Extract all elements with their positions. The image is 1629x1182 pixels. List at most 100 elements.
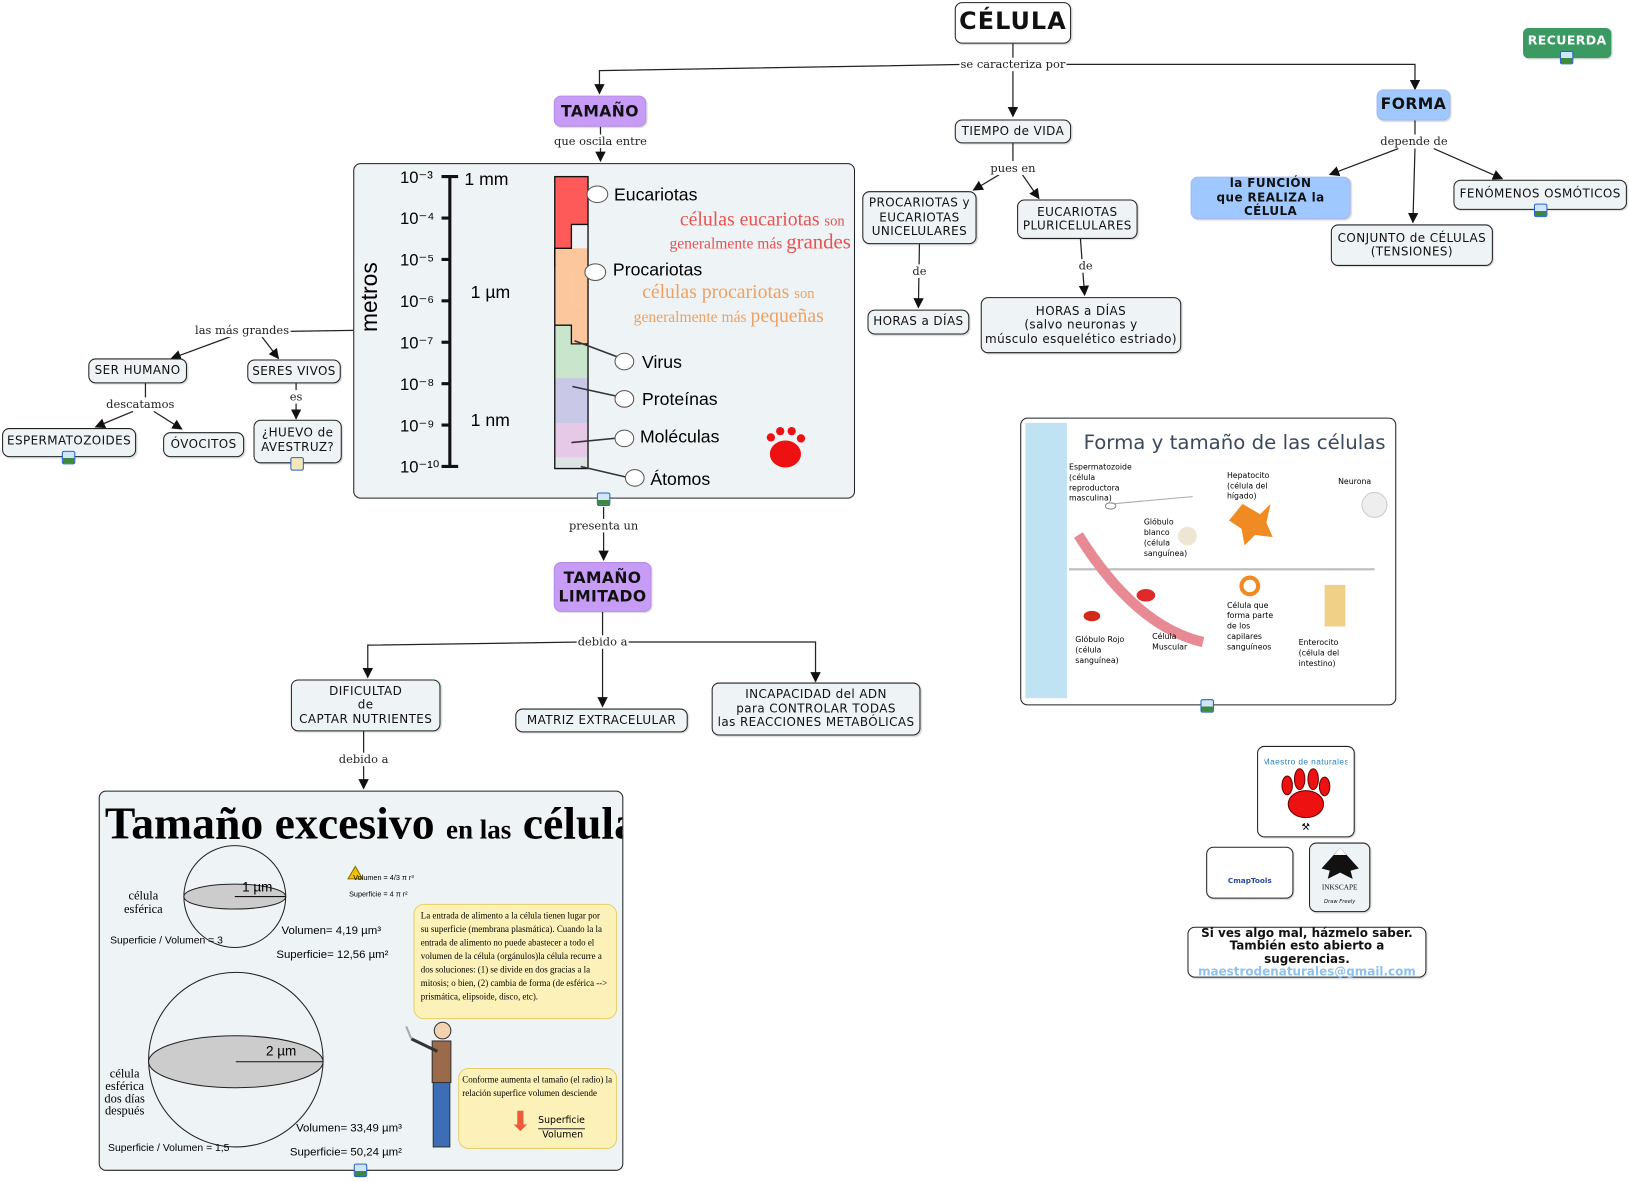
big-radius: 2 µm	[266, 1044, 296, 1059]
image-resource-icon[interactable]	[596, 492, 611, 506]
node-conjunto-de-celulas[interactable]: CONJUNTO de CÉLULAS(TENSIONES)	[1330, 224, 1493, 266]
inkscape-tagline: Draw Freely	[1324, 898, 1356, 905]
forma-tamano-image: Forma y tamaño de las células Espermatoz…	[1020, 417, 1397, 706]
bubble-text: Conforme aumenta el tamaño (el radio) la…	[462, 1074, 613, 1099]
node-label: que REALIZA la CÉLULA	[1216, 189, 1325, 219]
neuron	[1361, 491, 1388, 518]
unit-um: 1 µm	[471, 282, 511, 302]
inkscape-icon	[1320, 847, 1359, 879]
item-proteinas: Proteínas	[642, 389, 718, 409]
node-label: las REACCIONES METABÓLICAS	[717, 715, 915, 730]
eucariotas-note-2: generalmente más grandes	[669, 230, 850, 253]
node-label: ¿HUEVO de	[261, 424, 334, 440]
bar-atomos	[554, 457, 589, 469]
capillary-cell	[1239, 575, 1261, 597]
node-tamano[interactable]: TAMAÑO	[553, 95, 647, 127]
node-label: HORAS a DÍAS	[873, 314, 964, 329]
label-neurona: Neurona	[1338, 476, 1372, 487]
label-celula-muscular: Célula Muscular	[1152, 631, 1188, 652]
scale-tick-label: 10⁻⁹	[400, 416, 434, 435]
image-resource-icon[interactable]	[61, 450, 76, 465]
item-eucariotas: Eucariotas	[614, 185, 698, 205]
node-label: CAPTAR NUTRIENTES	[299, 711, 433, 726]
node-label: CONJUNTO de CÉLULAS	[1337, 230, 1487, 245]
node-label: EUCARIOTAS	[1037, 204, 1118, 219]
item-procariotas: Procariotas	[613, 259, 702, 279]
label-globulo-blanco: Glóbulo blanco (célula sanguínea)	[1143, 517, 1188, 558]
scale-tick-label: 10⁻³	[400, 168, 433, 187]
document-resource-icon[interactable]	[290, 457, 304, 471]
label-enterocito: Enterocito (célula del intestino)	[1298, 637, 1340, 669]
maestro-logo-small	[766, 426, 806, 468]
inkscape-logo[interactable]: INKSCAPE Draw Freely	[1309, 842, 1371, 913]
unit-mm: 1 mm	[464, 169, 508, 189]
scale-tick-label: 10⁻⁵	[400, 251, 434, 270]
label-espermatozoide: Espermatozoide (célula reproductora masc…	[1069, 462, 1132, 503]
node-label: MATRIZ EXTRACELULAR	[526, 712, 677, 727]
cell-illustrations	[1069, 491, 1388, 648]
scale-tick-label: 10⁻⁷	[400, 333, 433, 352]
slide-title: Forma y tamaño de las células	[1083, 431, 1386, 454]
cmaptools-logo[interactable]: CmapTools	[1206, 846, 1294, 899]
scale-tick-label: 10⁻¹⁰	[400, 458, 440, 477]
down-arrow-icon: ⬇	[509, 1106, 532, 1138]
node-label: TAMAÑO	[561, 101, 639, 121]
node-label: PLURICELULARES	[1022, 218, 1132, 233]
node-matriz-extracelular[interactable]: MATRIZ EXTRACELULAR	[515, 708, 688, 733]
axis-label-metros: metros	[356, 262, 382, 332]
image-resource-icon[interactable]	[1559, 50, 1574, 65]
image-resource-icon[interactable]	[1200, 699, 1214, 713]
enterocyte	[1324, 584, 1346, 627]
excess-size-image: Tamaño excesivo en las células 1 µm célu…	[98, 790, 624, 1171]
speech-bubble-relacion: Conforme aumenta el tamaño (el radio) la…	[458, 1067, 618, 1150]
node-label: ESPERMATOZOIDES	[7, 433, 132, 448]
ratio-numerator: Superficie	[538, 1115, 585, 1130]
node-ser-humano[interactable]: SER HUMANO	[88, 358, 188, 384]
procariotas-note: células procariotas son	[642, 281, 815, 303]
link-pues-en: pues en	[989, 161, 1037, 176]
node-label: DIFICULTAD	[329, 683, 403, 698]
maestro-de-naturales-logo[interactable]: Maestro de naturales ⚒	[1257, 745, 1355, 838]
hepatocyte	[1229, 503, 1273, 546]
root-concept-celula[interactable]: CÉLULA	[954, 2, 1072, 44]
feedback-email-link[interactable]: maestrodenaturales@gmail.com	[1198, 964, 1416, 979]
muscle-cell	[1073, 532, 1205, 648]
node-tiempo-de-vida[interactable]: TIEMPO de VIDA	[954, 119, 1072, 144]
image-resource-icon[interactable]	[353, 1163, 368, 1178]
formula-surface: Superficie = 4 π r²	[349, 890, 408, 899]
root-title: CÉLULA	[959, 8, 1067, 36]
link-debido-a: debido a	[576, 635, 629, 649]
scale-tick-label: 10⁻⁶	[400, 292, 434, 311]
label-capilares: Célula que forma parte de los capilares …	[1226, 600, 1274, 652]
node-label: HORAS a DÍAS	[1035, 303, 1127, 318]
inkscape-label: INKSCAPE	[1321, 883, 1358, 892]
small-volume: Volumen= 4,19 µm³	[282, 925, 382, 937]
red-blood-cell	[1083, 610, 1101, 622]
scale-tick-label: 10⁻⁸	[400, 375, 434, 394]
node-forma[interactable]: FORMA	[1376, 89, 1451, 121]
feedback-line-1: Si ves algo mal, házmelo saber.	[1201, 925, 1413, 940]
node-ovocitos[interactable]: ÓVOCITOS	[163, 432, 245, 458]
node-label: FORMA	[1380, 94, 1447, 114]
warning-icon	[347, 865, 364, 880]
node-horas-a-dias[interactable]: HORAS a DÍAS	[867, 309, 970, 335]
excess-title: Tamaño excesivo en las células	[105, 797, 623, 848]
link-de: de	[911, 264, 928, 278]
item-atomos: Átomos	[650, 469, 710, 489]
logo-text: Maestro de naturales	[1264, 757, 1347, 767]
procariotas-note-2: generalmente más pequeñas	[634, 305, 824, 327]
node-seres-vivos[interactable]: SERES VIVOS	[247, 359, 341, 384]
white-blood-cell	[1178, 526, 1197, 546]
scale-tick-label: 10⁻⁴	[400, 209, 434, 228]
link-descatamos: descatamos	[105, 397, 176, 411]
node-espermatozoides[interactable]: ESPERMATOZOIDES	[2, 428, 137, 458]
image-resource-icon[interactable]	[1533, 203, 1548, 218]
